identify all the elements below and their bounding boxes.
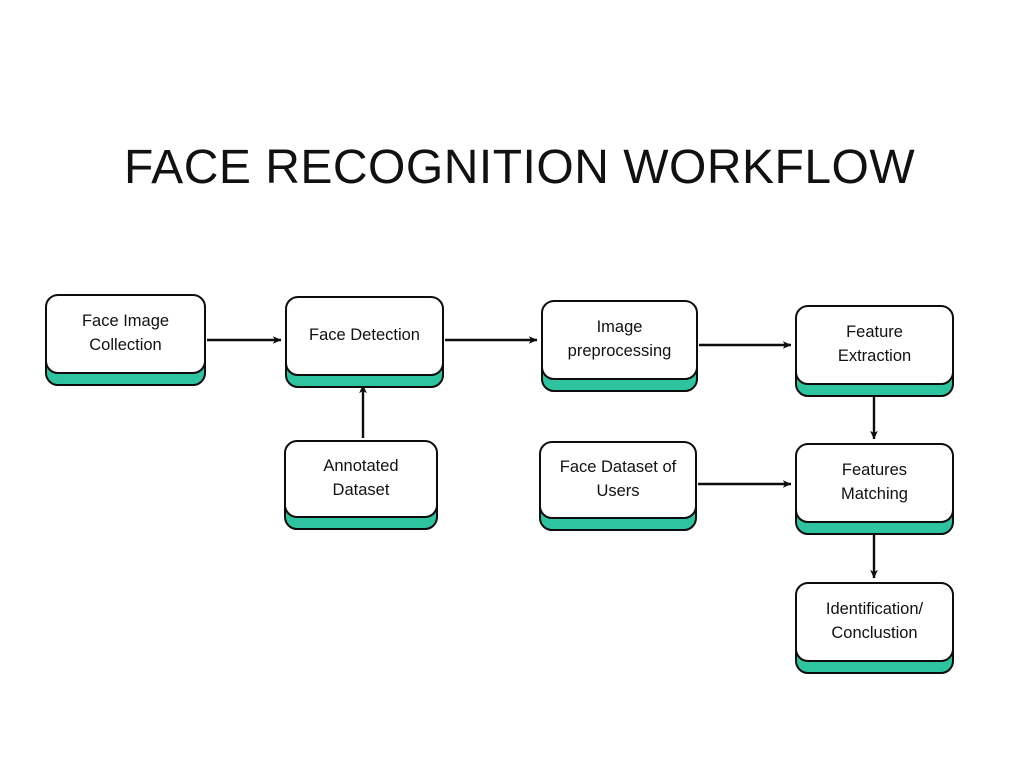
node-label: Face Image Collection [81, 312, 170, 354]
node-body: Face Image Collection [45, 294, 206, 374]
node-label: Identification/ Conclustion [825, 600, 924, 642]
node-body: Features Matching [795, 443, 954, 523]
node-image-preprocessing[interactable]: Image preprocessing [541, 300, 698, 392]
node-body: Feature Extraction [795, 305, 954, 385]
node-face-detection[interactable]: Face Detection [285, 296, 444, 388]
node-features-matching[interactable]: Features Matching [795, 443, 954, 535]
node-body: Annotated Dataset [284, 440, 438, 518]
node-identification-conclusion[interactable]: Identification/ Conclustion [795, 582, 954, 674]
node-label: Face Dataset of Users [559, 458, 677, 500]
node-label: Image preprocessing [567, 318, 672, 360]
node-face-dataset-of-users[interactable]: Face Dataset of Users [539, 441, 697, 531]
node-body: Image preprocessing [541, 300, 698, 380]
node-label: Annotated Dataset [323, 457, 399, 499]
node-body: Face Dataset of Users [539, 441, 697, 519]
node-face-image-collection[interactable]: Face Image Collection [45, 294, 206, 386]
node-feature-extraction[interactable]: Feature Extraction [795, 305, 954, 397]
node-annotated-dataset[interactable]: Annotated Dataset [284, 440, 438, 530]
page-title: FACE RECOGNITION WORKFLOW [124, 141, 916, 194]
node-label: Face Detection [309, 326, 420, 345]
node-label: Feature Extraction [837, 323, 912, 365]
node-body: Face Detection [285, 296, 444, 376]
node-body: Identification/ Conclustion [795, 582, 954, 662]
node-label: Features Matching [841, 461, 908, 503]
